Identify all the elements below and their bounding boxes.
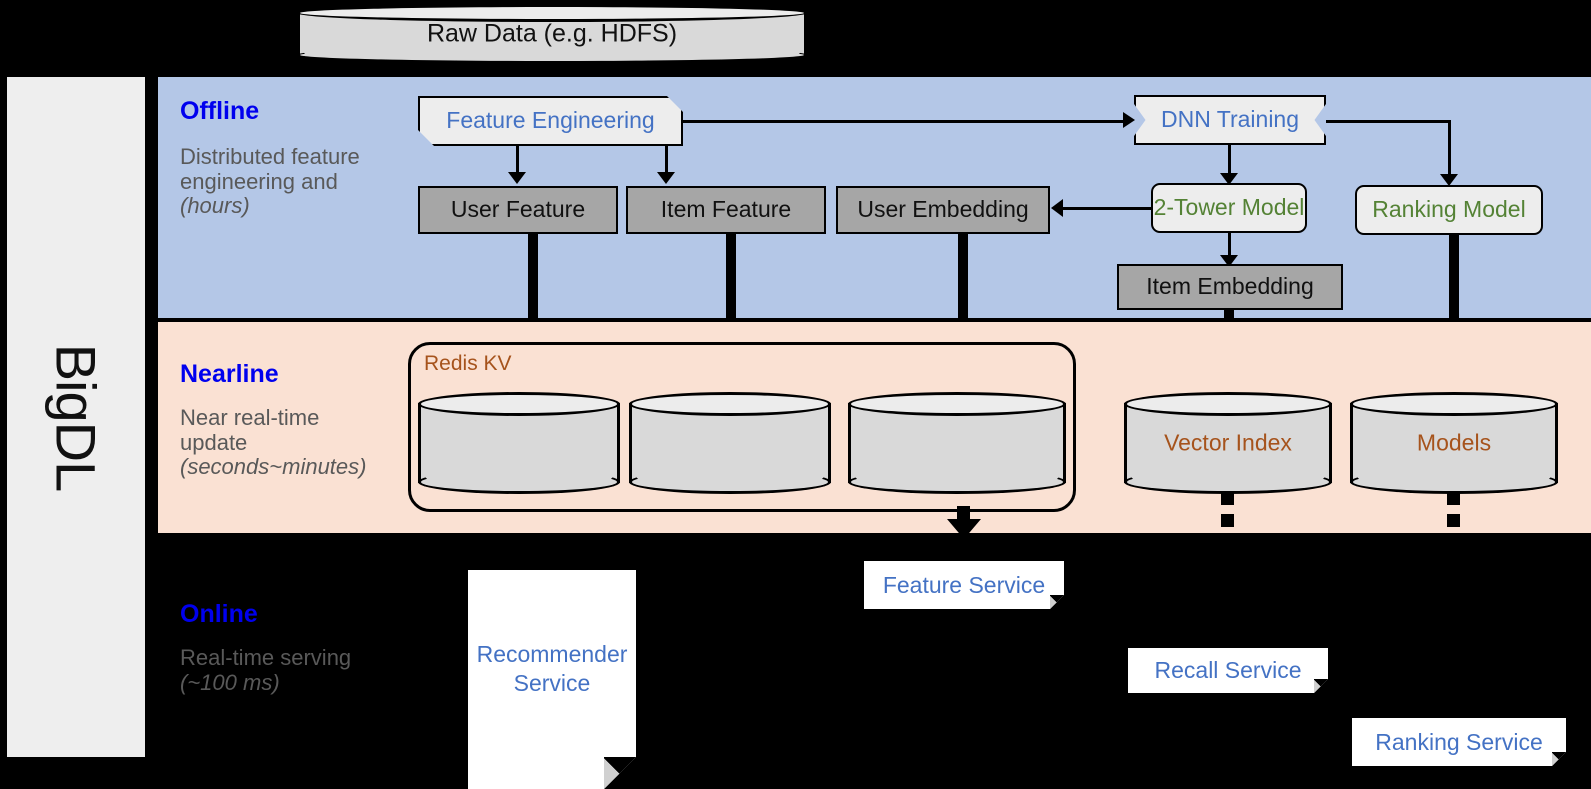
feature-service-label: Feature Service: [882, 571, 1046, 598]
redis-kv-label: Redis KV: [424, 352, 512, 375]
connector-fe-to-item-feature: [665, 146, 668, 174]
card-recommender-service[interactable]: Recommender Service: [468, 570, 636, 789]
stub-models-b: [1447, 514, 1460, 527]
band-offline-title: Offline: [180, 97, 260, 125]
card-recall-service[interactable]: Recall Service: [1128, 648, 1328, 693]
pipe-user-embedding-to-store3: [958, 234, 968, 386]
pipe-ranking-model-to-models: [1449, 234, 1459, 386]
ranking-service-label: Ranking Service: [1375, 728, 1543, 755]
band-offline-desc-italic: (hours): [180, 193, 250, 219]
arrowhead-twotower-to-user-embedding: [1051, 199, 1063, 217]
cylinder-bottom-ellipse: [629, 470, 831, 494]
cylinder-top-ellipse: [1350, 392, 1558, 416]
cylinder-top-ellipse: [297, 4, 807, 22]
node-dnn-training[interactable]: DNN Training: [1134, 95, 1326, 145]
band-online-description: Real-time serving (~100 ms): [180, 645, 385, 695]
connector-fe-to-user-feature: [516, 146, 519, 174]
band-online-title: Online: [180, 600, 258, 628]
raw-data-cylinder: Raw Data (e.g. HDFS): [297, 4, 807, 64]
cylinder-redis-store-1[interactable]: [418, 392, 620, 494]
arrowhead-fe-to-item-feature: [657, 172, 675, 184]
dnn-training-label: DNN Training: [1160, 106, 1300, 133]
bigdl-platform-rail: BigDL: [7, 77, 145, 757]
stub-models-a: [1447, 492, 1460, 505]
recommender-service-label: Recommender Service: [476, 641, 628, 696]
band-nearline-title: Nearline: [180, 360, 279, 388]
band-online-desc-plain: Real-time serving: [180, 645, 352, 670]
item-embedding-label: Item Embedding: [1146, 273, 1314, 300]
models-label: Models: [1416, 429, 1492, 456]
cylinder-redis-store-2[interactable]: [629, 392, 831, 494]
band-offline-description: Distributed feature engineering and (hou…: [180, 144, 385, 219]
cylinder-top-ellipse: [848, 392, 1066, 416]
raw-data-label: Raw Data (e.g. HDFS): [426, 19, 678, 48]
band-nearline-desc-plain: Near real-time update: [180, 405, 320, 455]
node-user-feature[interactable]: User Feature: [418, 186, 618, 234]
cylinder-bottom-ellipse: [297, 46, 807, 64]
band-online-desc-italic: (~100 ms): [180, 669, 280, 695]
stub-redis-to-feature-service: [957, 506, 970, 519]
connector-rawdata-to-fe: [549, 64, 552, 80]
vector-index-label: Vector Index: [1164, 429, 1292, 456]
stub-vector-index-b: [1221, 514, 1234, 527]
pipe-item-feature-to-store2: [726, 234, 736, 386]
connector-twotower-to-user-embedding: [1063, 207, 1153, 210]
connector-dnn-to-twotower: [1228, 145, 1231, 177]
node-2-tower-model[interactable]: 2-Tower Model: [1151, 183, 1307, 233]
item-feature-label: Item Feature: [660, 196, 792, 223]
user-embedding-label: User Embedding: [857, 196, 1029, 223]
band-nearline-desc-italic: (seconds~minutes): [180, 454, 367, 480]
cylinder-bottom-ellipse: [1350, 470, 1558, 494]
connector-dnn-to-ranking-h: [1326, 120, 1451, 123]
cylinder-top-ellipse: [1124, 392, 1332, 416]
band-nearline-description: Near real-time update (seconds~minutes): [180, 405, 385, 480]
node-item-embedding[interactable]: Item Embedding: [1117, 264, 1343, 310]
connector-twotower-to-item-embedding: [1228, 233, 1231, 257]
node-ranking-model[interactable]: Ranking Model: [1355, 185, 1543, 235]
band-offline-desc-plain: Distributed feature engineering and: [180, 144, 360, 194]
card-ranking-service[interactable]: Ranking Service: [1352, 718, 1566, 766]
stub-vector-index-a: [1221, 492, 1234, 505]
cylinder-top-ellipse: [629, 392, 831, 416]
cylinder-vector-index[interactable]: Vector Index: [1124, 392, 1332, 494]
card-feature-service[interactable]: Feature Service: [864, 561, 1064, 609]
pipe-user-feature-to-store1: [528, 234, 538, 386]
two-tower-model-label: 2-Tower Model: [1153, 194, 1305, 221]
recall-service-label: Recall Service: [1154, 657, 1302, 684]
cylinder-bottom-ellipse: [418, 470, 620, 494]
connector-dnn-to-ranking-v: [1448, 120, 1451, 176]
bigdl-label: BigDL: [44, 343, 108, 491]
arrowhead-dnn-to-twotower: [1220, 173, 1238, 185]
node-feature-engineering[interactable]: Feature Engineering: [418, 96, 683, 146]
cylinder-bottom-ellipse: [1124, 470, 1332, 494]
user-feature-label: User Feature: [450, 196, 586, 223]
arrowhead-fe-to-user-feature: [508, 172, 526, 184]
ranking-model-label: Ranking Model: [1372, 196, 1526, 223]
arrowhead-dnn-to-ranking: [1440, 174, 1458, 186]
node-item-feature[interactable]: Item Feature: [626, 186, 826, 234]
feature-engineering-label: Feature Engineering: [446, 107, 655, 134]
arrowhead-fe-to-dnn: [1123, 112, 1135, 128]
cylinder-redis-store-3[interactable]: [848, 392, 1066, 494]
connector-fe-to-dnn: [683, 120, 1123, 123]
cylinder-models[interactable]: Models: [1350, 392, 1558, 494]
arrowhead-redis-to-feature-service: [947, 519, 981, 539]
group-redis-kv: [408, 342, 1076, 512]
node-user-embedding[interactable]: User Embedding: [836, 186, 1050, 234]
cylinder-bottom-ellipse: [848, 470, 1066, 494]
cylinder-top-ellipse: [418, 392, 620, 416]
